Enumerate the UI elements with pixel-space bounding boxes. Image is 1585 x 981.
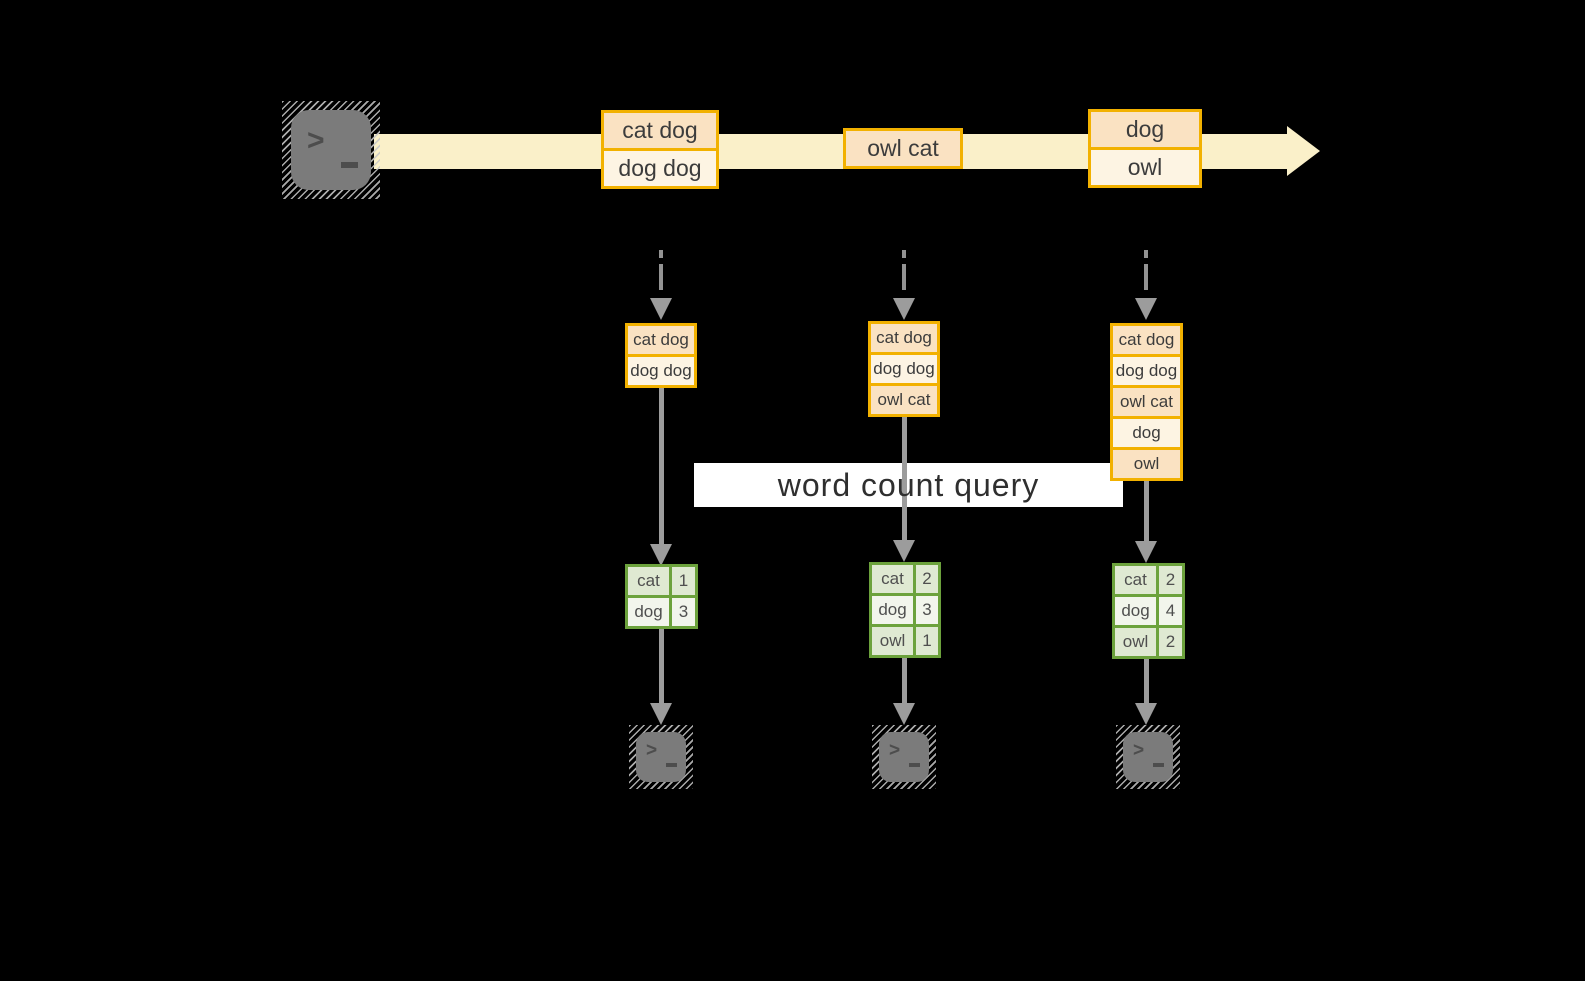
count-cell: 1 <box>922 631 932 650</box>
count-row: cat 2 <box>1115 566 1182 594</box>
log-record: cat dog <box>871 324 937 352</box>
count-row: dog 3 <box>872 593 938 624</box>
count-cell: 2 <box>922 569 932 588</box>
task1-output-terminal-icon: > <box>629 725 693 789</box>
log-record: owl <box>1113 447 1180 478</box>
log-record: cat dog <box>1113 326 1180 354</box>
record: owl <box>1091 147 1199 185</box>
terminal-cursor <box>1153 763 1164 767</box>
record: dog dog <box>604 148 716 186</box>
log-record: cat dog <box>628 326 694 354</box>
task1-record-log: cat dog dog dog <box>625 323 697 388</box>
word-cell: cat <box>1115 566 1159 594</box>
word-cell: cat <box>628 567 672 595</box>
count-row: dog 4 <box>1115 594 1182 625</box>
arrowhead-down-icon <box>650 544 672 566</box>
arrow-stem <box>902 417 907 540</box>
arrowhead-down-icon <box>893 298 915 320</box>
word-cell: cat <box>872 565 916 593</box>
task2-output-terminal-icon: > <box>872 725 936 789</box>
terminal-prompt-glyph: > <box>307 124 325 157</box>
word-cell: owl <box>1115 628 1159 656</box>
log-record: owl cat <box>1113 385 1180 416</box>
arrow-stem <box>659 388 664 544</box>
log-record: owl cat <box>871 383 937 414</box>
dashed-arrow-segment <box>659 250 663 258</box>
dashed-arrow-segment <box>1144 264 1148 290</box>
task1-count-table: cat 1 dog 3 <box>625 564 698 629</box>
count-row: dog 3 <box>628 595 695 626</box>
count-row: cat 1 <box>628 567 695 595</box>
dashed-arrow-segment <box>659 264 663 290</box>
arrowhead-down-icon <box>1135 703 1157 725</box>
count-row: owl 1 <box>872 624 938 655</box>
query-label-background <box>694 463 1123 507</box>
terminal-cursor <box>666 763 677 767</box>
record: dog <box>1091 112 1199 147</box>
count-cell: 4 <box>1165 601 1176 620</box>
arrow-stem <box>902 658 907 703</box>
arrowhead-down-icon <box>893 540 915 562</box>
count-row: cat 2 <box>872 565 938 593</box>
arrow-stem <box>1144 481 1149 541</box>
word-cell: dog <box>1115 597 1159 625</box>
terminal-prompt-glyph: > <box>1133 740 1145 761</box>
count-cell: 2 <box>1165 570 1176 589</box>
record: owl cat <box>846 131 960 166</box>
arrowhead-down-icon <box>1135 298 1157 320</box>
log-record: dog dog <box>1113 354 1180 385</box>
terminal-screen: > <box>291 110 371 190</box>
log-record: dog <box>1113 416 1180 447</box>
stream-message-2: owl cat <box>843 128 963 169</box>
task3-record-log: cat dog dog dog owl cat dog owl <box>1110 323 1183 481</box>
arrowhead-down-icon <box>1135 541 1157 563</box>
count-cell: 3 <box>922 600 932 619</box>
stream-message-3: dog owl <box>1088 109 1202 188</box>
arrowhead-down-icon <box>650 703 672 725</box>
terminal-prompt-glyph: > <box>646 740 658 761</box>
count-cell: 1 <box>678 571 689 590</box>
record: cat dog <box>604 113 716 148</box>
count-cell: 2 <box>1165 632 1176 651</box>
terminal-screen: > <box>636 732 686 782</box>
terminal-cursor <box>909 763 920 767</box>
log-record: dog dog <box>871 352 937 383</box>
task3-output-terminal-icon: > <box>1116 725 1180 789</box>
count-cell: 3 <box>678 602 689 621</box>
source-terminal-icon: > <box>282 101 380 199</box>
terminal-prompt-glyph: > <box>889 740 901 761</box>
word-cell: dog <box>628 598 672 626</box>
terminal-cursor <box>341 162 358 168</box>
stream-message-1: cat dog dog dog <box>601 110 719 189</box>
dashed-arrow-segment <box>902 250 906 258</box>
word-cell: dog <box>872 596 916 624</box>
arrowhead-down-icon <box>650 298 672 320</box>
terminal-screen: > <box>879 732 929 782</box>
word-cell: owl <box>872 627 916 655</box>
arrow-stem <box>1144 657 1149 703</box>
count-row: owl 2 <box>1115 625 1182 656</box>
task3-count-table: cat 2 dog 4 owl 2 <box>1112 563 1185 659</box>
arrow-stem <box>659 629 664 703</box>
task2-count-table: cat 2 dog 3 owl 1 <box>869 562 941 658</box>
query-label: word count query <box>777 466 1040 503</box>
stream-arrowhead-icon <box>1287 126 1320 176</box>
dashed-arrow-segment <box>902 264 906 290</box>
terminal-screen: > <box>1123 732 1173 782</box>
task2-record-log: cat dog dog dog owl cat <box>868 321 940 417</box>
log-record: dog dog <box>628 354 694 385</box>
dashed-arrow-segment <box>1144 250 1148 258</box>
arrowhead-down-icon <box>893 703 915 725</box>
